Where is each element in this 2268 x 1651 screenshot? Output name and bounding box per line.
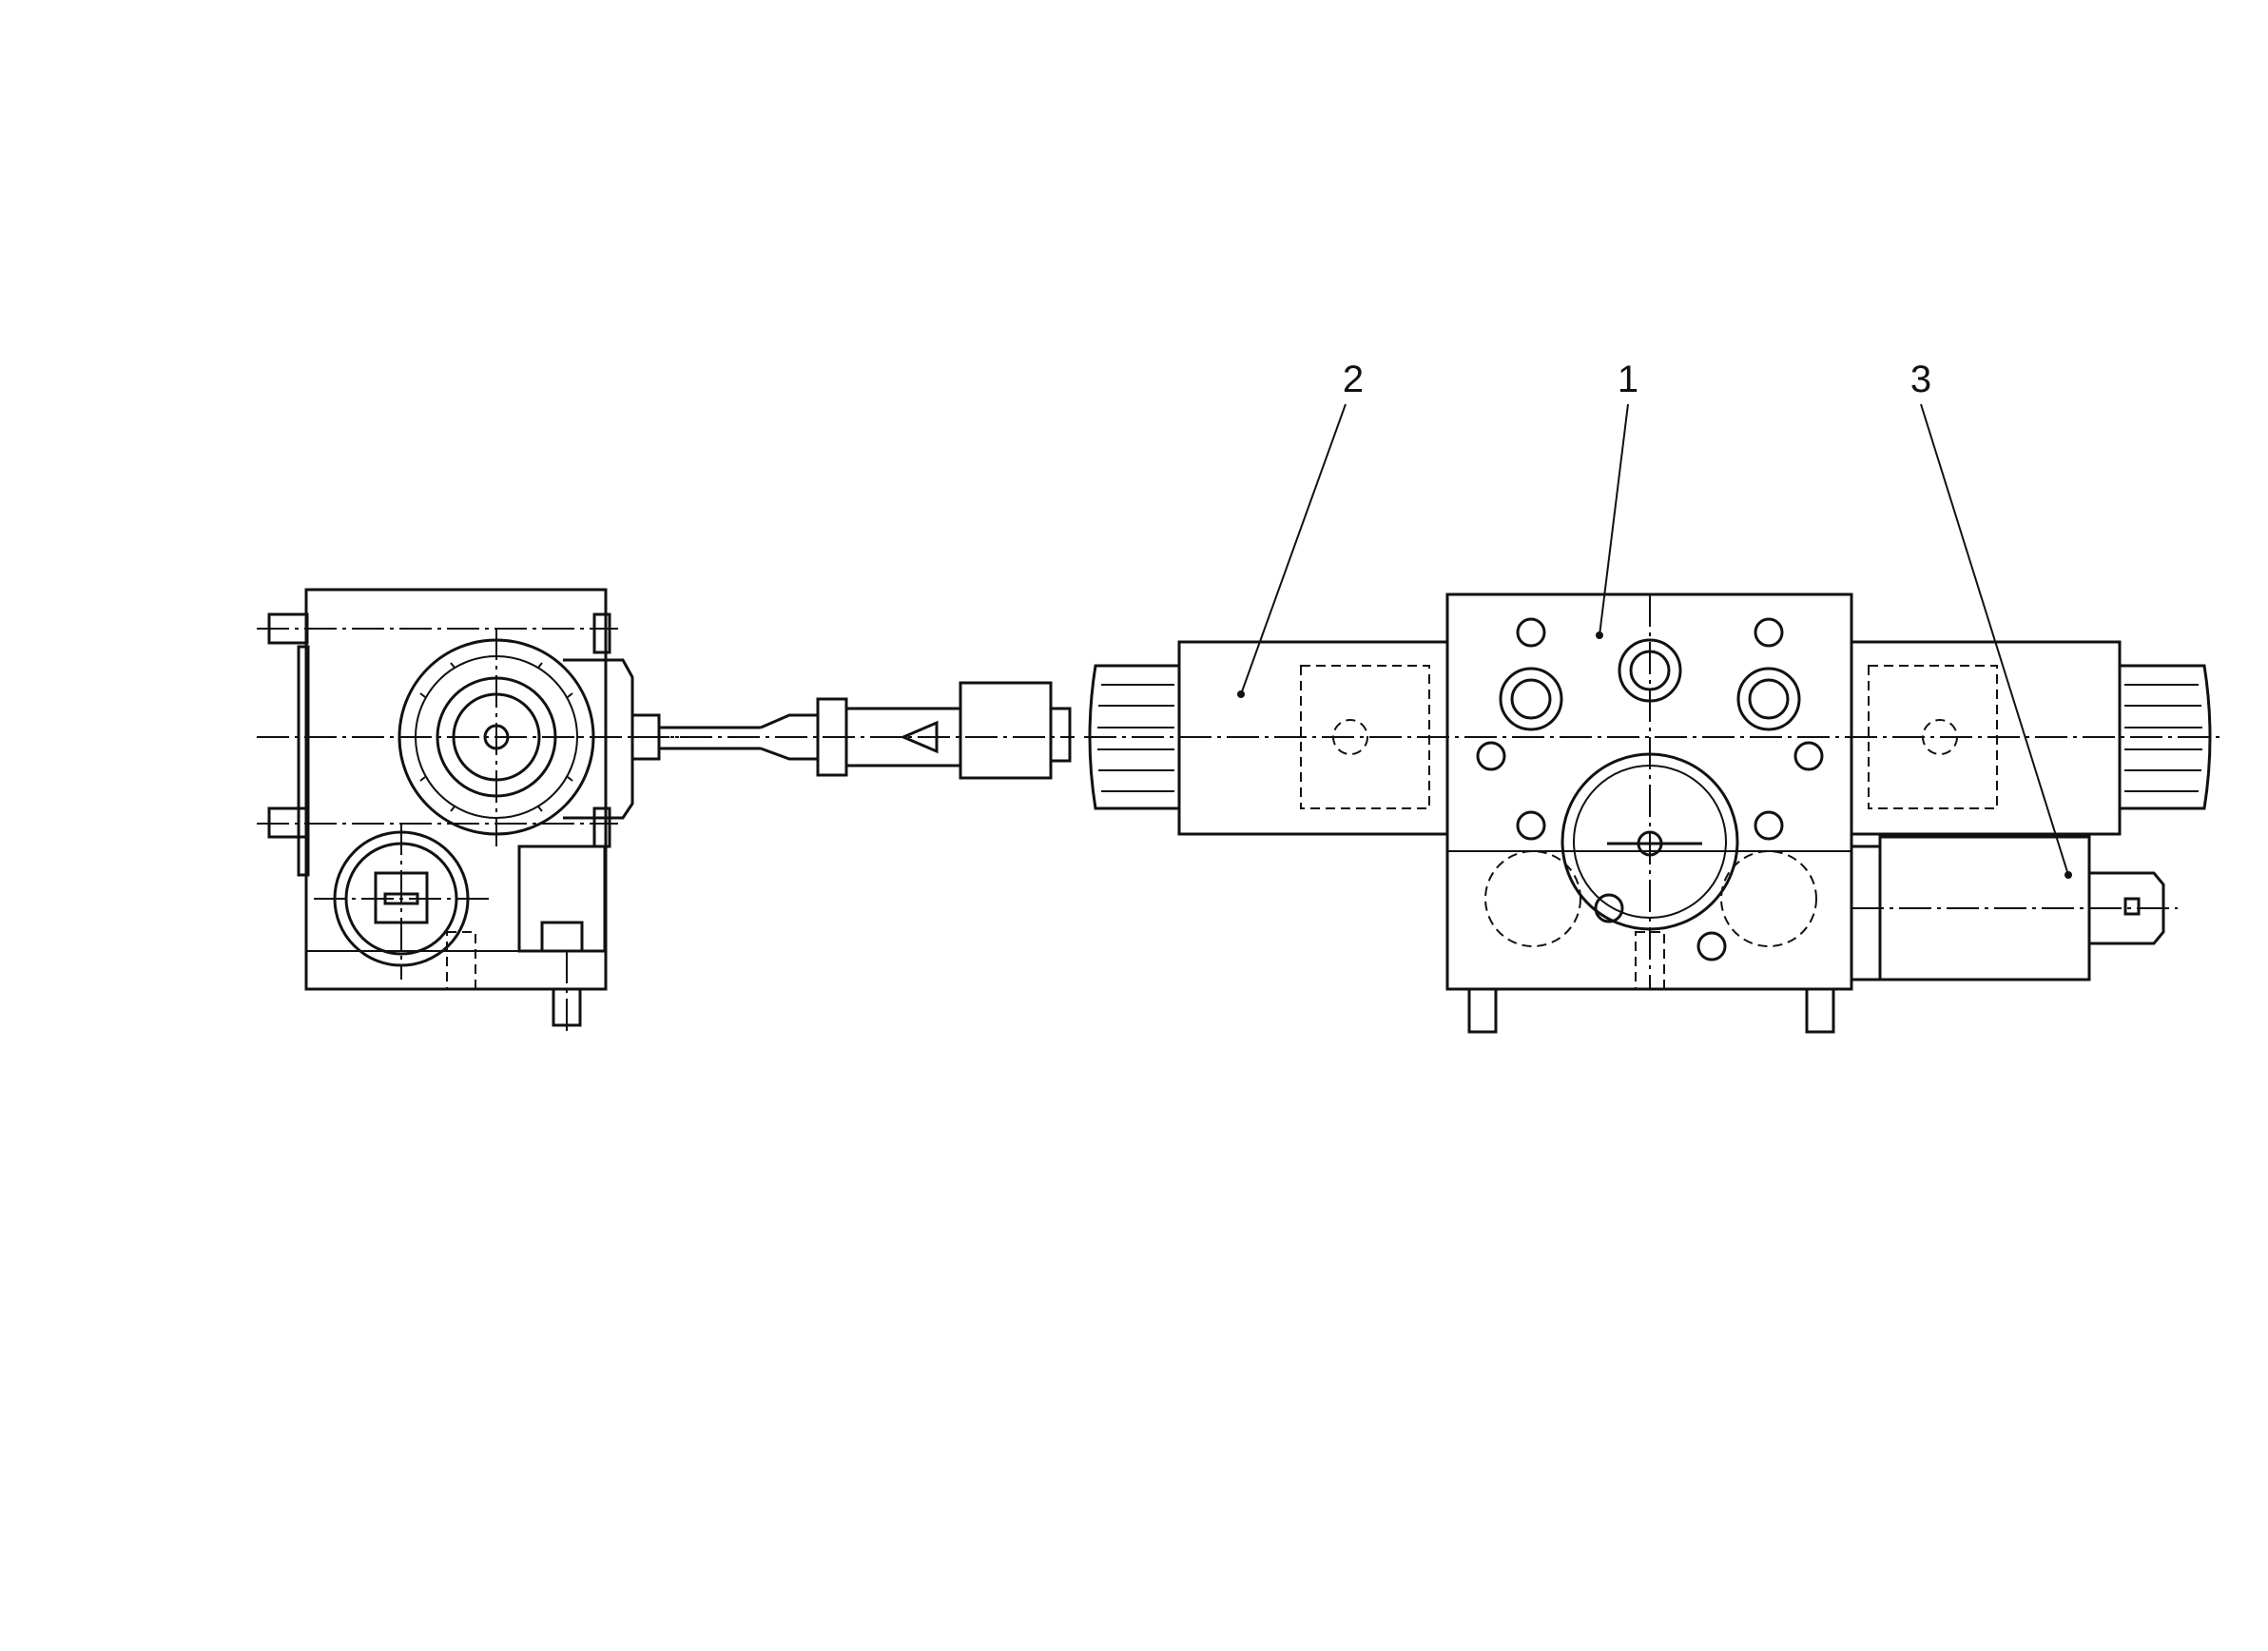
- directional-valve: [1084, 592, 2220, 1034]
- callout-2: 2: [1343, 359, 1364, 400]
- leader-line-3: [1920, 403, 2069, 876]
- leader-line-2: [1240, 403, 1347, 695]
- leader-line-1: [1599, 403, 1629, 636]
- side-view-valve: [257, 588, 685, 1032]
- callout-3: 3: [1910, 359, 1931, 400]
- callout-1: 1: [1618, 359, 1638, 400]
- cable-connector: [630, 681, 1075, 780]
